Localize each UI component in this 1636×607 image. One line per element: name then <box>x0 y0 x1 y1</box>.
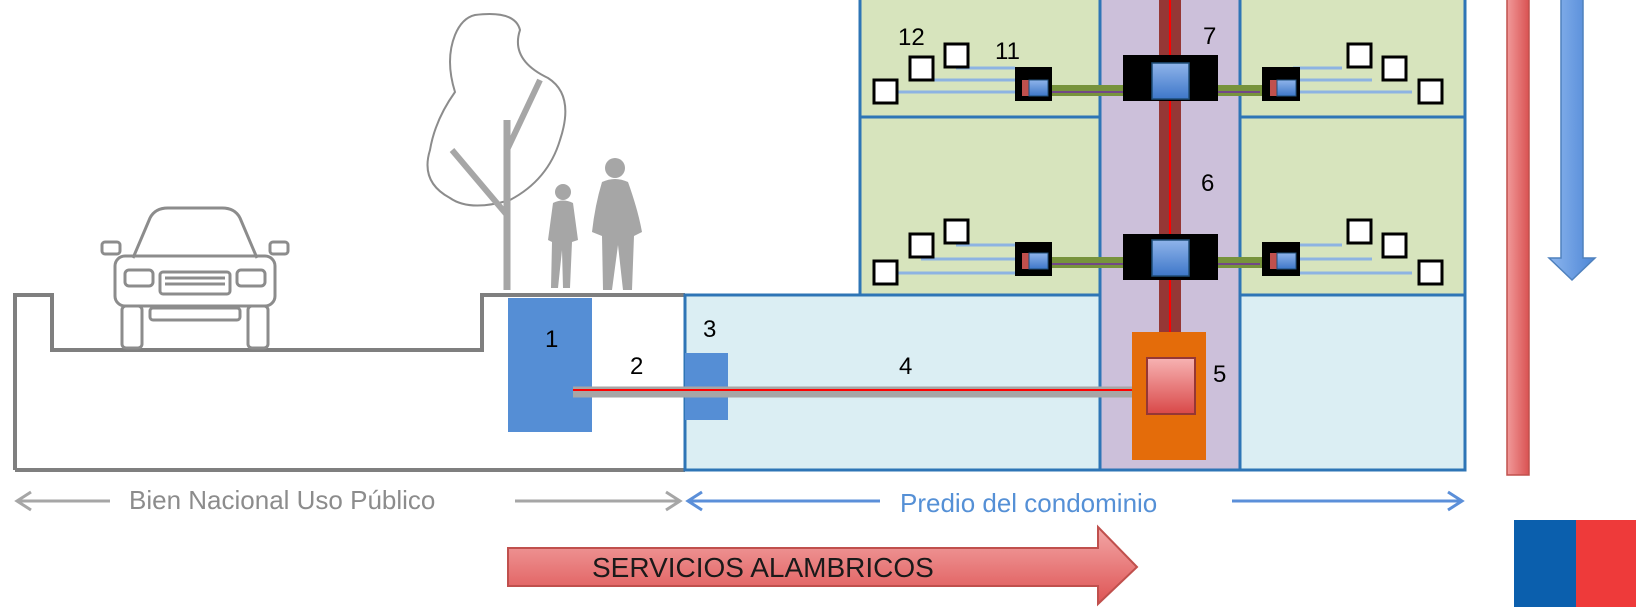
label-4: 4 <box>899 353 912 380</box>
label-2: 2 <box>630 353 643 380</box>
condo-lot-caption: Predio del condominio <box>900 488 1157 518</box>
distribution-box-icon <box>1146 357 1196 415</box>
floor-distribution-upper <box>893 55 1412 101</box>
basement <box>683 293 1467 472</box>
wired-services-arrow <box>507 524 1139 607</box>
street-profile <box>13 293 685 472</box>
red-vertical-bar <box>1506 0 1530 476</box>
condo-lot-arrow <box>685 490 1465 512</box>
public-land-caption: Bien Nacional Uso Público <box>129 485 435 515</box>
public-land-arrow <box>14 490 683 512</box>
wired-services-label: SERVICIOS ALAMBRICOS <box>592 552 934 583</box>
chamber-box-1 <box>508 298 592 432</box>
label-5: 5 <box>1213 361 1226 388</box>
label-11: 11 <box>995 38 1020 65</box>
label-3: 3 <box>703 316 716 343</box>
label-6: 6 <box>1201 170 1214 197</box>
label-12: 12 <box>898 24 925 51</box>
label-7: 7 <box>1203 23 1216 50</box>
tree-icon <box>426 13 567 290</box>
blue-down-arrow <box>1547 0 1597 282</box>
pedestrians-icon <box>548 158 642 290</box>
car-icon <box>100 206 290 350</box>
flag-icon <box>1514 520 1636 607</box>
floor-distribution-lower <box>893 234 1412 280</box>
outlet-icon <box>872 42 1444 286</box>
underground-cable <box>573 386 1150 398</box>
label-1: 1 <box>545 326 558 353</box>
